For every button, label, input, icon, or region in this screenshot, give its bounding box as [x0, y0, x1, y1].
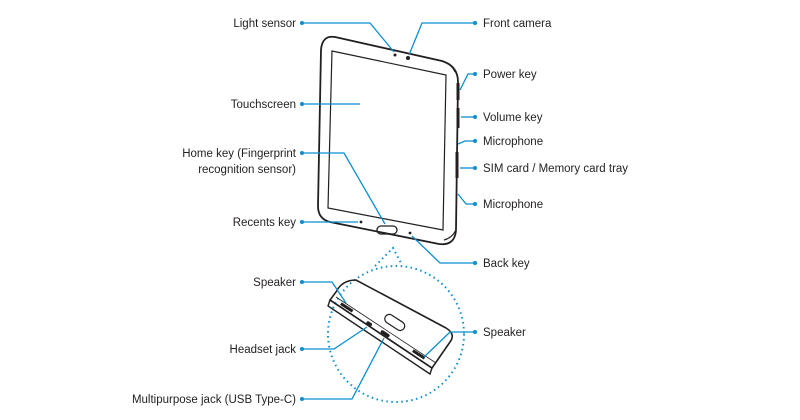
right-labels: Front camera Power key Volume key Microp… — [483, 18, 628, 339]
dot-speaker-left — [300, 280, 304, 284]
leader-headset-jack — [302, 326, 368, 350]
home-key-button — [376, 225, 398, 235]
tablet-bottom-view — [327, 279, 454, 376]
bottom-face-outline — [328, 279, 454, 370]
dot-microphone-bottom — [473, 202, 477, 206]
callout-circle — [327, 265, 465, 403]
dot-recents-key — [300, 220, 304, 224]
dot-power-key — [473, 72, 477, 76]
label-speaker-left: Speaker — [253, 277, 296, 289]
leader-speaker-right — [423, 331, 475, 358]
light-sensor-window — [393, 53, 397, 57]
speaker-grille-left — [340, 302, 354, 313]
leader-microphone-bottom — [457, 193, 475, 205]
bottom-edge-detail — [335, 296, 437, 364]
speaker-grille-right — [412, 349, 426, 360]
bottom-edge-strip — [327, 298, 433, 376]
dot-microphone-top — [473, 139, 477, 143]
dot-speaker-right — [473, 330, 477, 334]
dot-headset-jack — [300, 347, 304, 351]
label-headset-jack: Headset jack — [230, 344, 297, 356]
label-back-key: Back key — [483, 258, 530, 270]
headset-jack-port — [366, 321, 373, 327]
label-power-key: Power key — [483, 69, 537, 81]
zoom-home-key — [384, 313, 406, 332]
leader-front-camera — [408, 22, 475, 56]
label-speaker-right: Speaker — [483, 327, 526, 339]
back-key-dot — [408, 231, 412, 235]
tablet-front-view — [317, 35, 460, 246]
dot-touchscreen — [300, 102, 304, 106]
tablet-side-edge — [441, 60, 457, 241]
zoom-callout — [327, 246, 465, 403]
dot-light-sensor — [300, 21, 304, 25]
leader-dots — [300, 21, 477, 401]
label-front-camera: Front camera — [483, 18, 552, 30]
label-light-sensor: Light sensor — [233, 18, 296, 30]
label-touchscreen: Touchscreen — [231, 99, 296, 111]
label-microphone-top: Microphone — [483, 136, 543, 148]
label-multipurpose-jack: Multipurpose jack (USB Type-C) — [132, 394, 296, 406]
dot-back-key — [473, 261, 477, 265]
dot-volume-key — [473, 115, 477, 119]
leader-lines — [302, 22, 475, 400]
leader-light-sensor — [302, 22, 395, 53]
label-home-key-line2: recognition sensor) — [198, 164, 296, 176]
label-recents-key: Recents key — [233, 217, 297, 229]
screen-area — [327, 50, 447, 231]
dot-front-camera — [473, 21, 477, 25]
leader-power-key — [459, 73, 475, 91]
recents-key-dot — [359, 220, 363, 224]
leader-back-key — [411, 235, 475, 264]
leader-speaker-left — [302, 281, 347, 304]
dot-multipurpose-jack — [300, 397, 304, 401]
label-microphone-bottom: Microphone — [483, 199, 543, 211]
dot-home-key — [300, 151, 304, 155]
leader-microphone-top — [457, 140, 475, 145]
callout-pointer — [374, 246, 403, 267]
label-volume-key: Volume key — [483, 112, 543, 124]
leader-home-key — [302, 152, 386, 225]
label-sim-tray: SIM card / Memory card tray — [483, 163, 628, 175]
front-camera-lens — [406, 56, 410, 60]
dot-sim-tray — [473, 166, 477, 170]
label-home-key-line1: Home key (Fingerprint — [182, 148, 297, 160]
usb-c-port — [380, 330, 390, 338]
leader-multipurpose-jack — [302, 337, 385, 400]
left-labels: Light sensor Touchscreen Home key (Finge… — [132, 18, 297, 406]
tablet-body — [317, 35, 459, 246]
